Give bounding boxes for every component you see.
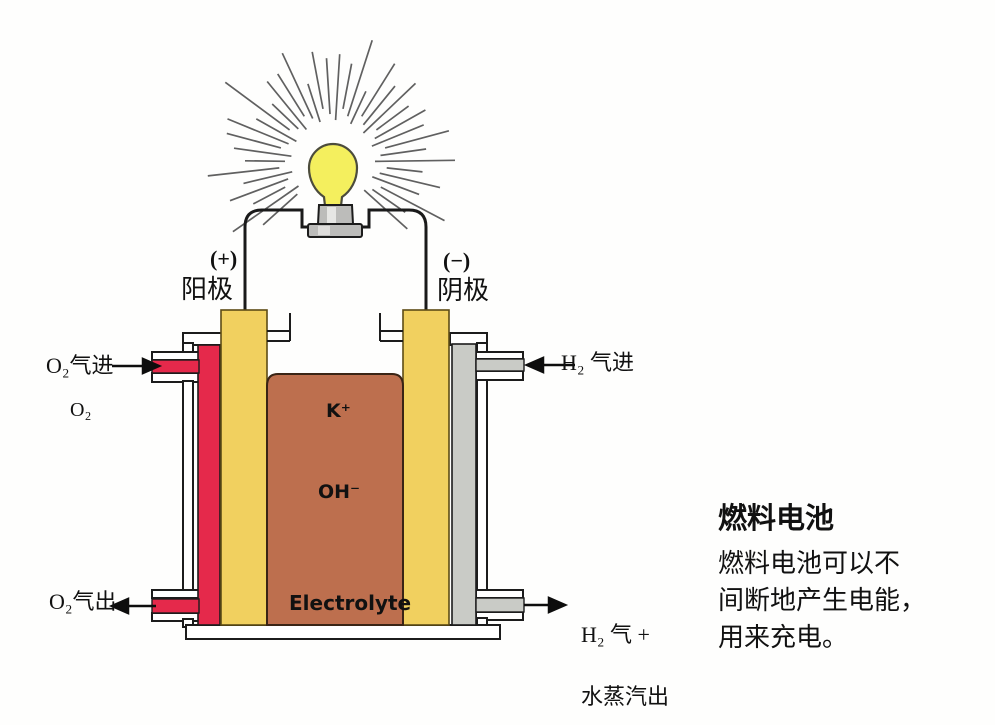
light-ray [375,105,410,131]
inner-vessel-bracket-right [379,313,403,342]
h2-gas-in-label: H₂ 气进 [561,350,635,375]
pipe-wall [475,351,524,360]
light-ray [255,118,297,143]
light-ray [226,132,282,149]
light-ray [379,172,441,189]
hydrogen-channel [451,343,525,626]
cathode-label: 阴极 [437,276,490,305]
light-ray [371,188,406,213]
h2-gas-out-line2: 水蒸汽出 [581,684,670,709]
light-ray [266,80,308,131]
o2-label: O₂ [70,399,92,421]
light-ray [271,103,299,130]
light-ray [224,81,291,131]
light-ray [233,147,292,158]
cathode-electrode [402,309,450,626]
potassium-ion-label: K⁺ [326,400,351,422]
flow-arrows [108,356,575,615]
light-ray [346,39,374,117]
anode-label: 阳极 [181,275,234,304]
hydrogen-inlet-pipe [475,358,525,372]
light-ray [384,129,450,149]
o2-gas-in-label: O₂气进 [46,353,114,378]
anode-electrode [220,309,268,626]
light-ray [371,124,425,147]
casing-band-right [476,379,488,593]
light-ray [380,148,427,157]
pipe-wall [151,351,200,361]
positive-terminal-label: (+) [210,246,238,271]
bulb-glass [307,142,359,208]
light-ray [252,186,286,205]
o2-out-arrowhead-icon [108,597,130,615]
caption-body-line1: 燃料电池可以不 [718,549,901,578]
light-ray [349,90,367,125]
o2-in-arrowhead-icon [141,357,163,375]
light-ray [229,178,289,202]
light-ray [207,167,280,177]
light-ray [281,52,314,119]
oxygen-column [197,344,221,626]
hydrogen-column [451,343,477,626]
caption-title: 燃料电池 [718,503,835,535]
pipe-wall [475,589,524,599]
inner-vessel-bracket-left [267,313,291,342]
caption-body-line2: 间断地产生电能， [718,586,927,615]
bulb-base-highlight [318,226,330,235]
bulb-socket-highlight [327,207,336,223]
light-ray [362,82,417,134]
light-ray [307,83,321,123]
caption-body: 燃料电池可以不 间断地产生电能， 用来充电。 [718,545,926,656]
light-bulb-icon [307,142,363,238]
light-rays-icon [207,39,456,233]
light-ray [227,118,289,145]
pipe-wall [151,589,200,599]
light-ray [342,63,353,110]
hydrogen-outlet-pipe [475,597,525,613]
light-ray [276,73,306,117]
h2-in-arrowhead-icon [523,356,545,374]
oxygen-outlet-pipe [151,598,200,614]
bulb-socket-base [307,223,363,238]
light-ray [386,167,423,173]
light-ray [334,54,341,121]
o2-gas-out-label: O₂气出 [49,589,117,614]
light-ray [372,176,420,196]
light-ray [362,85,396,126]
light-ray [311,51,324,110]
h2-gas-out-line1: H₂ 气 + [581,622,650,647]
light-ray [325,58,331,115]
pipe-wall [475,370,524,381]
electrolyte-label: Electrolyte [289,591,412,615]
h2-gas-out-label: H₂ 气 + 水蒸汽出 [559,588,669,725]
light-ray [243,170,293,185]
casing-bottom-band [185,624,501,640]
h2-out-arrowhead-icon [547,596,569,614]
light-ray [360,63,396,117]
light-ray [374,159,456,163]
hydroxide-ion-label: OH⁻ [318,481,361,503]
electrolyte-liquid [266,373,404,626]
oxygen-channel [151,344,221,626]
light-ray [380,186,445,222]
casing-band-left [182,380,194,592]
light-ray [244,159,286,163]
caption-body-line3: 用来充电。 [718,623,849,652]
negative-terminal-label: (−) [443,248,471,273]
light-ray [374,109,426,140]
